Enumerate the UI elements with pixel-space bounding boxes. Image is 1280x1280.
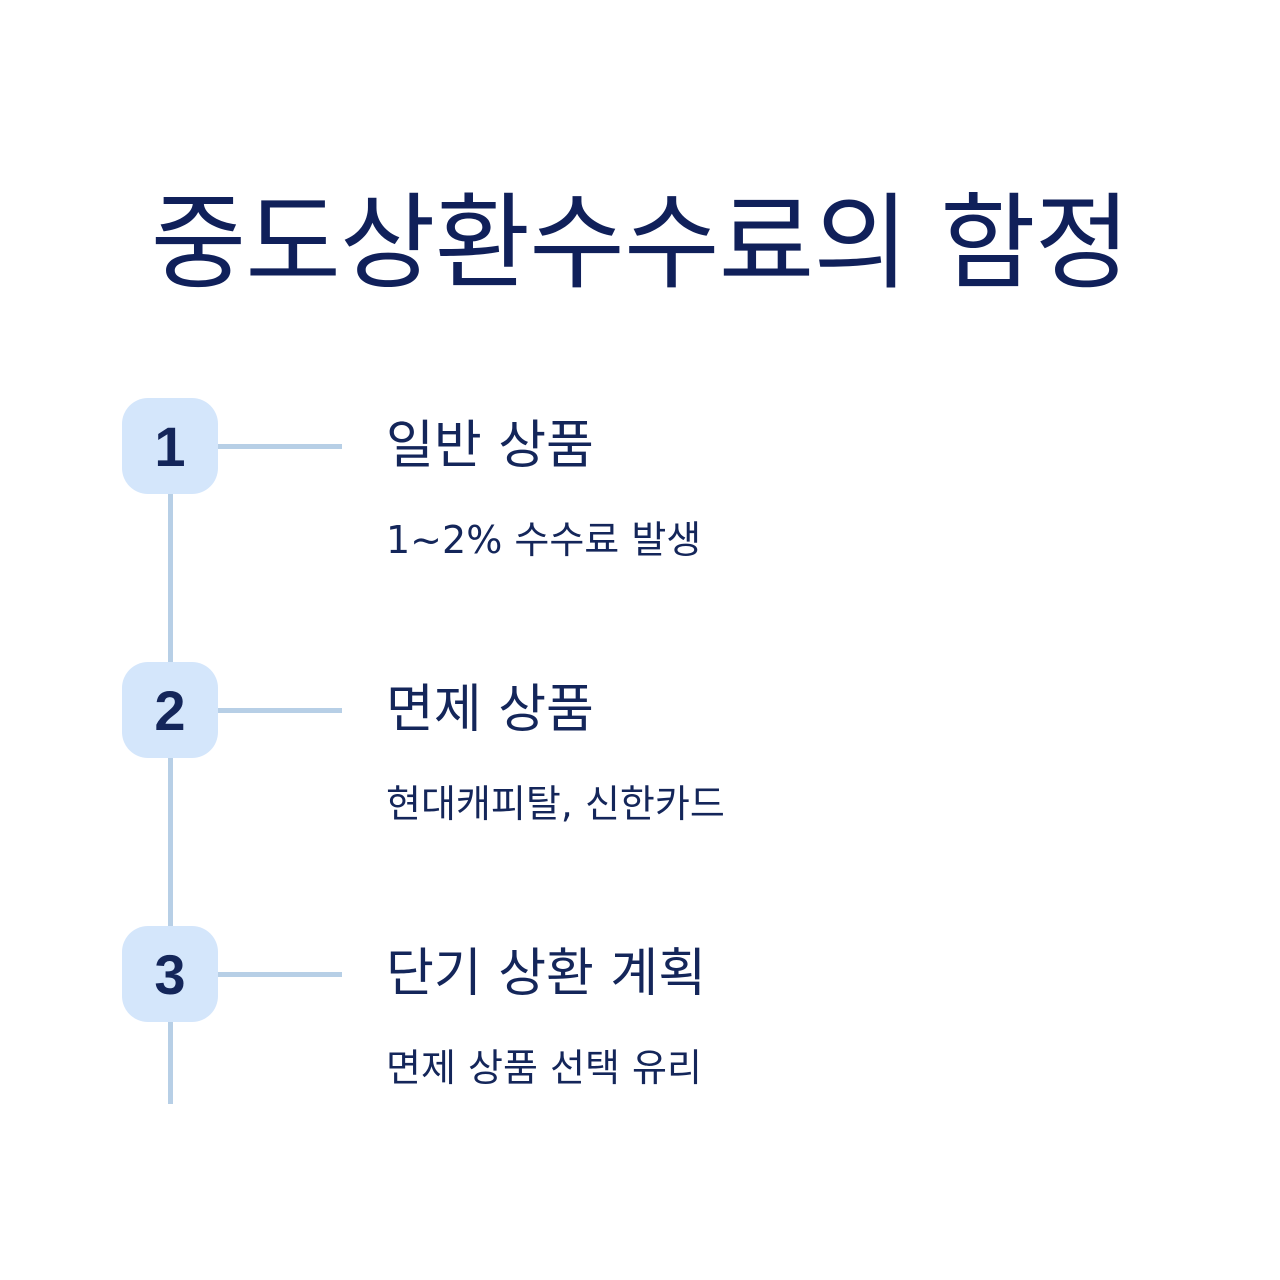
step-connector-line [218, 708, 342, 713]
step-number-badge: 3 [122, 926, 218, 1022]
timeline-vertical-line [168, 446, 173, 1104]
timeline-step-1: 1 일반 상품 1~2% 수수료 발생 [0, 398, 1280, 598]
step-title: 면제 상품 [386, 680, 594, 740]
step-description: 면제 상품 선택 유리 [386, 1046, 702, 1090]
step-connector-line [218, 972, 342, 977]
step-title: 단기 상환 계획 [386, 944, 707, 1004]
step-connector-line [218, 444, 342, 449]
timeline-step-3: 3 단기 상환 계획 면제 상품 선택 유리 [0, 926, 1280, 1126]
timeline-step-2: 2 면제 상품 현대캐피탈, 신한카드 [0, 662, 1280, 862]
step-description: 1~2% 수수료 발생 [386, 518, 702, 562]
step-number-badge: 1 [122, 398, 218, 494]
step-title: 일반 상품 [386, 416, 594, 476]
page-title: 중도상환수수료의 함정 [150, 182, 1131, 304]
step-number-badge: 2 [122, 662, 218, 758]
step-description: 현대캐피탈, 신한카드 [386, 782, 725, 826]
